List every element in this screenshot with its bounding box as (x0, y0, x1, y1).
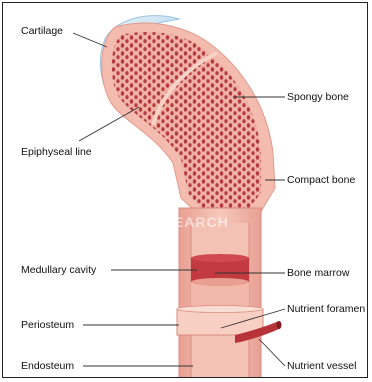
label-compact-bone: Compact bone (287, 174, 355, 186)
label-cartilage: Cartilage (21, 25, 63, 37)
label-epiphyseal-line: Epiphyseal line (21, 146, 92, 158)
label-bone-marrow: Bone marrow (287, 267, 349, 279)
label-spongy-bone: Spongy bone (287, 91, 349, 103)
label-medullary-cavity: Medullary cavity (21, 264, 96, 276)
label-periosteum: Periosteum (21, 319, 74, 331)
label-nutrient-vessel: Nutrient vessel (287, 360, 356, 372)
watermark-text: FOTOSEARCH (121, 214, 229, 230)
label-nutrient-foramen: Nutrient foramen (287, 303, 365, 315)
label-endosteum: Endosteum (21, 360, 74, 372)
figure-frame: FOTOSEARCH Cartilage Epiphyseal line Spo… (2, 2, 368, 378)
